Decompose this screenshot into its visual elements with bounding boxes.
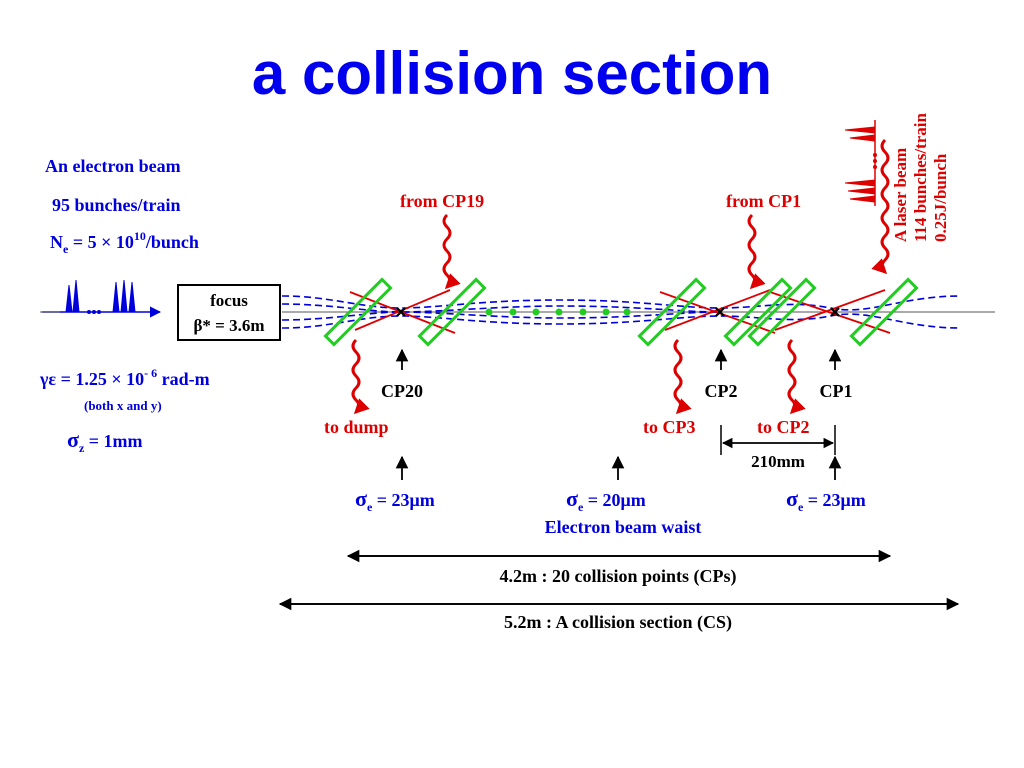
- laser-bunches-label: 114 bunches/train: [911, 113, 930, 242]
- to-cp3-label: to CP3: [643, 417, 696, 437]
- sigma-right-value: = 23μm: [803, 490, 865, 510]
- laser-bunch-train: [844, 120, 877, 206]
- spacing-dimension: [720, 425, 836, 455]
- ne-times: ×: [101, 232, 111, 252]
- sigma-mid: σe = 20μm: [566, 486, 646, 514]
- sigma-right-symbol: σ: [786, 486, 798, 511]
- beta-star-label: β* = 3.6m: [193, 316, 264, 335]
- sigma-z-symbol: σ: [67, 427, 79, 452]
- wavy-arrows: [351, 138, 890, 415]
- collision-markers: [396, 307, 840, 317]
- emittance-note: (both x and y): [84, 398, 162, 413]
- ne-equals: = 5: [68, 232, 101, 252]
- sigma-arrows: [395, 455, 842, 480]
- beam-waist-label: Electron beam waist: [545, 517, 702, 537]
- ne-base: 10: [111, 232, 134, 252]
- emittance-exponent: - 6: [144, 366, 157, 380]
- sigma-z-value: = 1mm: [84, 431, 142, 451]
- cp-span-label: 4.2m : 20 collision points (CPs): [499, 566, 736, 587]
- emittance-formula: γε = 1.25 × 10- 6 rad-m: [39, 366, 210, 389]
- cp-arrows: [395, 348, 842, 370]
- ne-formula: Ne = 5 × 1010/bunch: [50, 229, 199, 256]
- sigma-z-subscript: z: [79, 441, 85, 455]
- to-cp2-label: to CP2: [757, 417, 810, 437]
- section-span-label: 5.2m : A collision section (CS): [504, 612, 732, 633]
- sigma-right-subscript: e: [798, 500, 804, 514]
- emittance-base: 10: [122, 369, 145, 389]
- emittance-unit: rad-m: [157, 369, 210, 389]
- sigma-mid-value: = 20μm: [583, 490, 645, 510]
- page-title: a collision section: [251, 40, 773, 107]
- emittance-label: γε = 1.25: [39, 369, 111, 389]
- emittance-times: ×: [111, 369, 121, 389]
- mirrors: [323, 277, 919, 347]
- ne-exponent: 10: [134, 229, 146, 243]
- sigma-z: σz = 1mm: [67, 427, 143, 455]
- sigma-mid-symbol: σ: [566, 486, 578, 511]
- sigma-mid-subscript: e: [578, 500, 584, 514]
- focus-label: focus: [210, 291, 248, 310]
- focus-box: [177, 284, 281, 341]
- electron-beam-heading: An electron beam: [45, 156, 181, 176]
- cp1-label: CP1: [820, 381, 853, 401]
- ne-unit: /bunch: [145, 232, 199, 252]
- laser-beam-label: A laser beam: [891, 148, 910, 242]
- electron-bunch-train: [42, 279, 162, 318]
- sigma-left-symbol: σ: [355, 486, 367, 511]
- cp20-label: CP20: [381, 381, 423, 401]
- sigma-left: σe = 23μm: [355, 486, 435, 514]
- sigma-left-subscript: e: [367, 500, 373, 514]
- span-arrows: [278, 549, 960, 611]
- from-cp1-label: from CP1: [726, 191, 801, 211]
- ne-subscript: e: [63, 242, 69, 256]
- to-dump-label: to dump: [324, 417, 389, 437]
- ne-symbol: N: [50, 232, 63, 252]
- intermediate-cp-dots: [485, 308, 631, 316]
- cp2-label: CP2: [705, 381, 738, 401]
- bunches-per-train: 95 bunches/train: [52, 195, 181, 215]
- sigma-left-value: = 23μm: [372, 490, 434, 510]
- laser-energy-label: 0.25J/bunch: [931, 153, 950, 242]
- sigma-right: σe = 23μm: [786, 486, 866, 514]
- spacing-label: 210mm: [751, 452, 805, 471]
- from-cp19-label: from CP19: [400, 191, 484, 211]
